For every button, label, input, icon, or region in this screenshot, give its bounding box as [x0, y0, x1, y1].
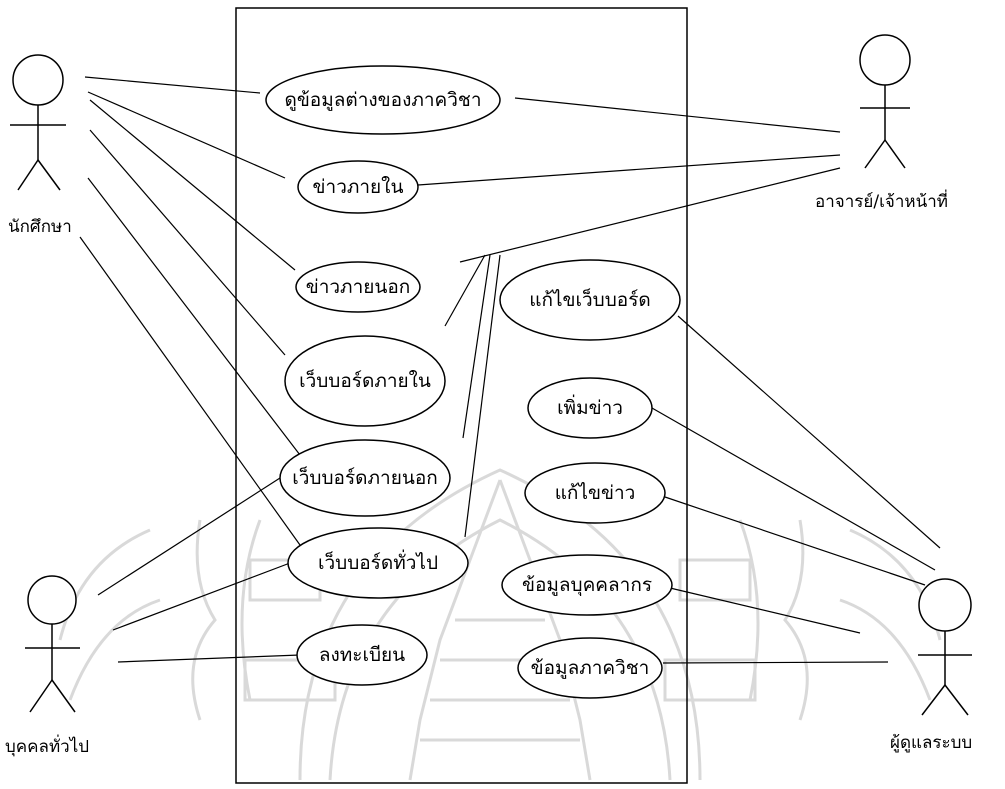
assoc-admin-course-info [662, 661, 889, 664]
actor-public[interactable] [25, 575, 80, 713]
actor-staff[interactable] [859, 34, 911, 169]
actor-leg-left [17, 159, 39, 191]
actor-label-public: บุคคลทั่วไป [5, 734, 89, 757]
use-case-label: เว็บบอร์ดภายนอก [292, 465, 437, 489]
use-case-label: เว็บบอร์ดทั่วไป [318, 549, 438, 574]
use-case-label: ข่าวภายนอก [306, 276, 411, 298]
use-case-ellipse [524, 462, 666, 524]
assoc-staff-external-board [462, 254, 491, 439]
use-case-ellipse [295, 261, 421, 313]
actor-label-admin: ผู้ดูแลระบบ [890, 733, 972, 753]
assoc-staff-general-board [464, 254, 501, 538]
assoc-admin-edit-news [664, 496, 926, 586]
assoc-admin-staff-info [669, 587, 861, 634]
use-case-label: ดูข้อมูลต่างของภาควิชา [284, 89, 481, 111]
use-case-label: เว็บบอร์ดภายใน [299, 368, 431, 392]
use-case-internal-board[interactable]: เว็บบอร์ดภายใน [284, 335, 446, 427]
use-case-ellipse [284, 335, 446, 427]
assoc-student-internal-board [89, 129, 286, 356]
assoc-staff-dept-info [514, 97, 841, 133]
use-case-register[interactable]: ลงทะเบียน [296, 624, 428, 686]
system-boundary [235, 7, 688, 784]
assoc-public-general-board [112, 562, 291, 631]
use-case-ellipse [296, 624, 428, 686]
actor-head [918, 578, 972, 632]
use-case-ellipse [499, 259, 681, 341]
use-case-ellipse [287, 527, 469, 599]
use-case-ellipse [297, 160, 419, 214]
actor-head [12, 54, 64, 106]
assoc-student-external-board [87, 177, 301, 456]
use-case-dept-info[interactable]: ดูข้อมูลต่างของภาควิชา [265, 65, 501, 135]
assoc-student-general-board [79, 236, 301, 546]
assoc-student-dept-info [84, 76, 261, 94]
use-case-add-news[interactable]: เพิ่มข่าว [527, 377, 653, 439]
use-case-label: แก้ไขเว็บบอร์ด [529, 287, 651, 311]
actor-leg-right [944, 684, 969, 716]
watermark-seal [58, 468, 942, 781]
use-case-ellipse [265, 65, 501, 135]
actor-label-staff: อาจารย์/เจ้าหน้าที่ [815, 189, 948, 212]
actor-leg-right [884, 139, 906, 169]
use-case-label: แก้ไขข่าว [555, 482, 636, 504]
assoc-student-internal-news [87, 91, 286, 179]
use-case-ellipse [527, 377, 653, 439]
use-case-internal-news[interactable]: ข่าวภายใน [297, 160, 419, 214]
use-case-ellipse [279, 439, 451, 517]
assoc-admin-edit-board [677, 315, 941, 549]
actor-head [859, 34, 911, 86]
use-case-course-info[interactable]: ข้อมูลภาควิชา [517, 637, 663, 699]
assoc-public-register [117, 654, 301, 663]
use-case-label: ข่าวภายใน [313, 176, 404, 198]
actor-leg-right [51, 679, 76, 713]
assoc-admin-add-news [651, 407, 936, 571]
use-case-label: เพิ่มข่าว [557, 394, 623, 419]
use-case-label: ข้อมูลบุคคลากร [522, 574, 652, 597]
use-case-edit-news[interactable]: แก้ไขข่าว [524, 462, 666, 524]
actor-leg-left [864, 139, 886, 169]
actor-leg-right [37, 159, 61, 191]
actor-leg-left [921, 684, 946, 716]
use-case-edit-board[interactable]: แก้ไขเว็บบอร์ด [499, 259, 681, 341]
association-lines [79, 76, 941, 664]
use-case-general-board[interactable]: เว็บบอร์ดทั่วไป [287, 527, 469, 599]
use-case-external-board[interactable]: เว็บบอร์ดภายนอก [279, 439, 451, 517]
use-case-staff-info[interactable]: ข้อมูลบุคคลากร [501, 554, 673, 616]
assoc-staff-internal-board [444, 254, 486, 327]
actor-leg-left [29, 679, 53, 713]
actor-student[interactable] [10, 54, 66, 191]
use-case-label: ข้อมูลภาควิชา [531, 657, 650, 679]
assoc-student-external-news [89, 99, 296, 271]
actor-label-student: นักศึกษา [8, 217, 72, 237]
use-case-external-news[interactable]: ข่าวภายนอก [295, 261, 421, 313]
assoc-public-external-board [97, 477, 281, 596]
use-case-label: ลงทะเบียน [319, 644, 405, 666]
actor-head [27, 575, 77, 625]
use-case-ellipse [501, 554, 673, 616]
assoc-staff-external-news [459, 167, 841, 263]
assoc-staff-internal-news [417, 154, 841, 186]
actor-admin[interactable] [918, 578, 972, 716]
use-case-ellipse [517, 637, 663, 699]
